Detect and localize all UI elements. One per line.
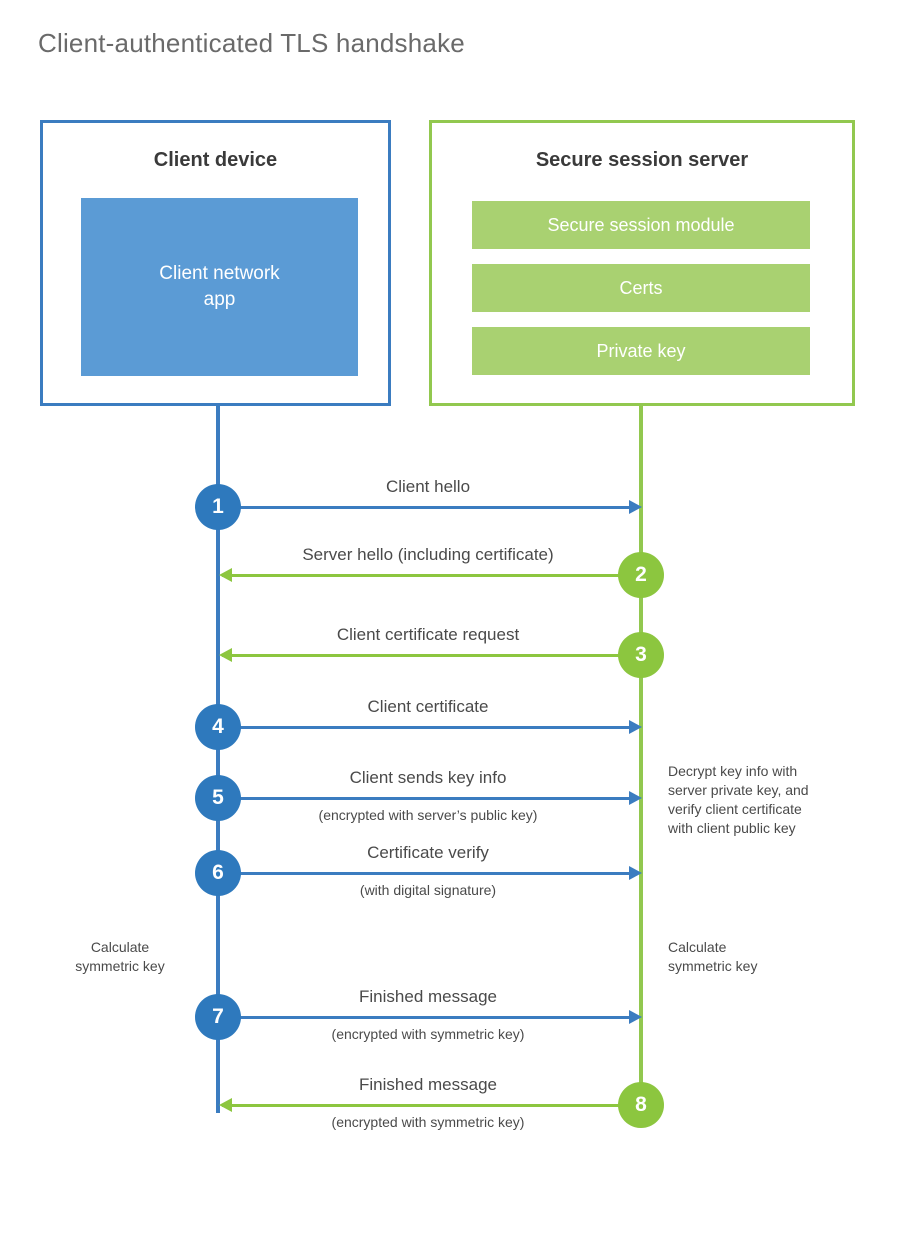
- message-6-arrow-head: [629, 866, 642, 880]
- message-1-label: Client hello: [385, 477, 471, 496]
- step-badge-5: 5: [195, 775, 241, 821]
- annotation-server-decrypt-line-3: verify client certificate: [668, 800, 802, 817]
- message-5-arrow-head: [629, 791, 642, 805]
- annotation-client-calculate-symmetric-key: Calculate symmetric key: [40, 938, 200, 976]
- message-2-arrow-line: [222, 574, 639, 577]
- message-6-label: Certificate verify: [367, 843, 489, 862]
- annotation-server-calculate-line-1: Calculate: [668, 939, 727, 955]
- message-3-arrow-head: [219, 648, 232, 662]
- annotation-server-decrypt-line-2: server private key, and: [668, 781, 809, 798]
- message-5-sublabel: (encrypted with server’s public key): [318, 807, 538, 823]
- annotation-client-calculate-line-2: symmetric key: [75, 957, 165, 974]
- message-3-label: Client certificate request: [336, 625, 520, 644]
- annotation-client-calculate-line-1: Calculate: [90, 939, 150, 955]
- message-7-label: Finished message: [359, 987, 497, 1006]
- step-badge-7: 7: [195, 994, 241, 1040]
- annotation-server-calculate-symmetric-key: Calculate symmetric key: [668, 938, 848, 976]
- annotation-server-decrypt-line-4: with client public key: [668, 819, 796, 836]
- message-7-sublabel: (encrypted with symmetric key): [331, 1026, 525, 1042]
- message-8-label: Finished message: [359, 1075, 497, 1094]
- message-2-arrow-head: [219, 568, 232, 582]
- server-module-secure-session-module: Secure session module: [472, 201, 810, 249]
- annotation-server-decrypt: Decrypt key info with server private key…: [668, 762, 848, 838]
- step-badge-1: 1: [195, 484, 241, 530]
- message-5-label: Client sends key info: [349, 768, 507, 787]
- step-badge-8: 8: [618, 1082, 664, 1128]
- step-badge-3: 3: [618, 632, 664, 678]
- annotation-server-calculate-line-2: symmetric key: [668, 957, 758, 974]
- message-4-label: Client certificate: [367, 697, 489, 716]
- step-badge-2: 2: [618, 552, 664, 598]
- step-badge-6: 6: [195, 850, 241, 896]
- message-4-arrow-line: [218, 726, 636, 729]
- message-6-sublabel: (with digital signature): [359, 882, 497, 898]
- message-8-arrow-head: [219, 1098, 232, 1112]
- message-1-arrow-line: [218, 506, 636, 509]
- page-title: Client-authenticated TLS handshake: [38, 28, 465, 58]
- secure-session-server-box: Secure session server Secure session mod…: [429, 120, 855, 406]
- step-badge-4: 4: [195, 704, 241, 750]
- client-lifeline: [216, 403, 220, 1113]
- server-module-certs: Certs: [472, 264, 810, 312]
- message-3-arrow-line: [222, 654, 639, 657]
- message-2-label: Server hello (including certificate): [302, 545, 554, 564]
- server-module-private-key: Private key: [472, 327, 810, 375]
- message-7-arrow-head: [629, 1010, 642, 1024]
- client-device-title: Client device: [153, 149, 278, 171]
- message-5-arrow-line: [218, 797, 636, 800]
- message-7-arrow-line: [218, 1016, 636, 1019]
- server-lifeline: [639, 403, 643, 1105]
- message-1-arrow-head: [629, 500, 642, 514]
- annotation-server-decrypt-line-1: Decrypt key info with: [668, 763, 798, 779]
- message-8-arrow-line: [222, 1104, 639, 1107]
- secure-session-server-title: Secure session server: [535, 149, 749, 171]
- message-4-arrow-head: [629, 720, 642, 734]
- message-6-arrow-line: [218, 872, 636, 875]
- message-8-sublabel: (encrypted with symmetric key): [331, 1114, 525, 1130]
